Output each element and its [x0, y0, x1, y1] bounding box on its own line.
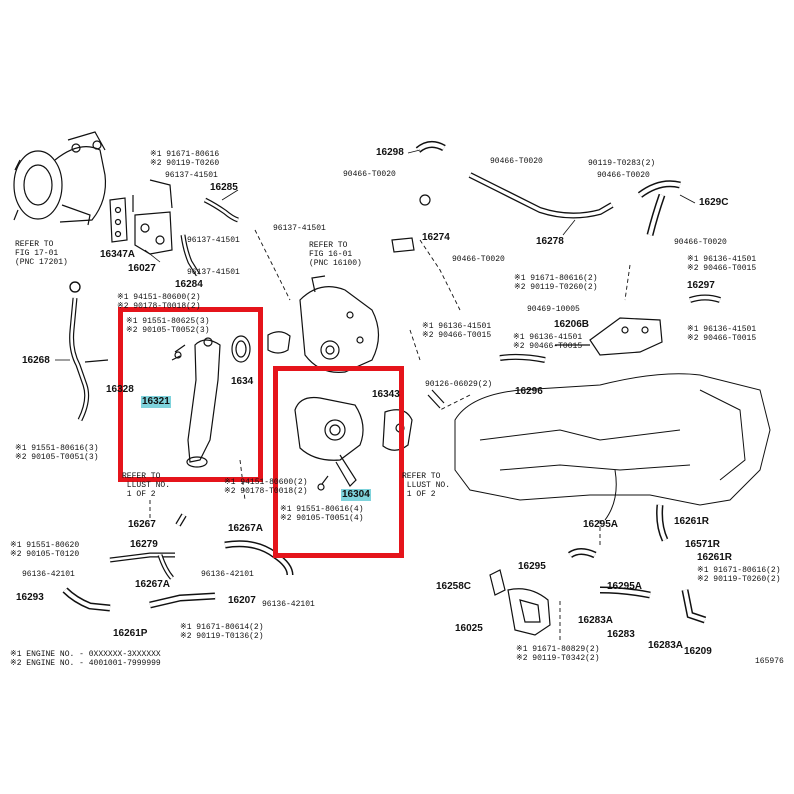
leader-lines: [149, 229, 631, 640]
part-note-s32: ※1 91671-80614(2) ※2 90119-T0136(2): [180, 623, 264, 641]
part-label-l16283a2[interactable]: 16283A: [648, 640, 684, 651]
part-note-s7: REFER TO FIG 16-01 (PNC 16100): [309, 241, 362, 268]
part-note-s19: ※1 96136-41501 ※2 90466-T0015: [422, 322, 492, 340]
part-label-l16283a[interactable]: 16283A: [578, 615, 614, 626]
part-note-s14: 90466-T0020: [674, 238, 727, 247]
part-note-s33: ※1 91671-80616(2) ※2 90119-T0260(2): [697, 566, 781, 584]
part-label-l16261r2[interactable]: 16261R: [697, 552, 733, 563]
part-label-l16328[interactable]: 16328: [106, 384, 134, 395]
part-label-l16258c[interactable]: 16258C: [436, 581, 472, 592]
part-note-s20: ※1 96136-41501 ※2 90466-T0015: [513, 333, 583, 351]
label-leaders: [55, 149, 696, 361]
part-label-l16285[interactable]: 16285: [210, 182, 238, 193]
part-note-s11: 90119-T0283(2): [588, 159, 656, 168]
part-note-s30: 96136-42101: [201, 570, 254, 579]
part-label-l16267a2[interactable]: 16267A: [135, 579, 171, 590]
part-note-s36: 165976: [755, 657, 784, 666]
lower-right-hoses: [489, 504, 707, 636]
part-note-s31: 96136-42101: [262, 600, 315, 609]
water-outlet-drawing: [267, 275, 380, 373]
pipe-16321: [171, 337, 221, 468]
hose-16278: [415, 141, 681, 236]
part-label-l16295[interactable]: 16295: [518, 561, 546, 572]
part-label-l16293[interactable]: 16293: [16, 592, 44, 603]
part-label-l16347a[interactable]: 16347A: [100, 249, 136, 260]
turbocharger-drawing: [13, 131, 107, 226]
part-note-s18: 90469-10005: [527, 305, 580, 314]
part-label-l16209[interactable]: 16209: [684, 646, 712, 657]
part-label-l16027[interactable]: 16027: [128, 263, 156, 274]
part-note-s34: ※1 91671-80829(2) ※2 90119-T0342(2): [516, 645, 600, 663]
part-note-s2: 96137-41501: [165, 171, 218, 180]
part-label-l16283[interactable]: 16283: [607, 629, 635, 640]
part-note-s26: ※1 94151-80600(2) ※2 90178-T0018(2): [224, 478, 308, 496]
part-label-l16206b[interactable]: 16206B: [554, 319, 590, 330]
part-note-s3: 96137-41501: [273, 224, 326, 233]
highlighted-part-label-h16321[interactable]: 16321: [141, 396, 171, 408]
part-note-s21: ※1 96136-41501 ※2 90466-T0015: [687, 325, 757, 343]
part-label-l16295a[interactable]: 16295A: [583, 519, 619, 530]
part-label-l1629c[interactable]: 1629C: [699, 197, 729, 208]
part-note-s27: ※1 91551-80616(4) ※2 90105-T0051(4): [280, 505, 364, 523]
part-note-s15: 90466-T0020: [452, 255, 505, 264]
part-note-s25: REFER TO LLUST NO. 1 OF 2: [402, 472, 451, 499]
part-label-l16284[interactable]: 16284: [175, 279, 203, 290]
part-label-l16298[interactable]: 16298: [376, 147, 404, 158]
part-note-s10: 90466-T0020: [490, 157, 543, 166]
part-note-s6: REFER TO FIG 17-01 (PNC 17201): [15, 240, 68, 267]
part-label-l16295a2[interactable]: 16295A: [607, 581, 643, 592]
part-note-s22: 90126-06029(2): [425, 380, 493, 389]
part-note-s5: 96137-41501: [187, 268, 240, 277]
part-note-s8: ※1 94151-80600(2) ※2 90178-T0018(2): [117, 293, 201, 311]
part-label-l16261p[interactable]: 16261P: [113, 628, 148, 639]
part-note-s28: ※1 91551-80620 ※2 90105-T0120: [10, 541, 80, 559]
part-label-l16296[interactable]: 16296: [515, 386, 543, 397]
part-note-s23: ※1 91551-80616(3) ※2 90105-T0051(3): [15, 444, 99, 462]
part-note-s4: 96137-41501: [187, 236, 240, 245]
part-label-l16571r[interactable]: 16571R: [685, 539, 721, 550]
part-label-l16279[interactable]: 16279: [130, 539, 158, 550]
part-note-s17: ※1 91671-80616(2) ※2 90119-T0260(2): [514, 274, 598, 292]
part-note-s24: REFER TO LLUST NO. 1 OF 2: [122, 472, 171, 499]
part-label-l16278[interactable]: 16278: [536, 236, 564, 247]
part-label-l1634[interactable]: 1634: [231, 376, 254, 387]
part-label-l16261r[interactable]: 16261R: [674, 516, 710, 527]
part-label-l16267a[interactable]: 16267A: [228, 523, 264, 534]
highlight-box-16304: [273, 366, 404, 558]
highlighted-part-label-h16304[interactable]: 16304: [341, 489, 371, 501]
highlight-box-16321: [118, 307, 263, 482]
part-label-l16343[interactable]: 16343: [372, 389, 400, 400]
water-pump-drawing: [294, 396, 413, 491]
part-note-s16: ※1 96136-41501 ※2 90466-T0015: [687, 255, 757, 273]
part-label-l16268[interactable]: 16268: [22, 355, 50, 366]
part-label-l16207[interactable]: 16207: [228, 595, 256, 606]
part-note-s35: ※1 ENGINE NO. - 0XXXXXX-3XXXXXX ※2 ENGIN…: [10, 650, 161, 668]
part-label-l16267[interactable]: 16267: [128, 519, 156, 530]
ref-markers: [69, 194, 431, 293]
part-note-s1: ※1 91671-80616 ※2 90119-T0260: [150, 150, 220, 168]
part-note-s9: ※1 91551-80625(3) ※2 90105-T0052(3): [126, 317, 210, 335]
part-note-s29: 96136-42101: [22, 570, 75, 579]
part-note-s12: 90466-T0020: [343, 170, 396, 179]
bracket-16206b: [555, 317, 663, 356]
bracket-drawing: [109, 179, 173, 255]
lower-left-hoses: [62, 513, 294, 612]
engine-block-drawing: [454, 373, 771, 521]
part-label-l16274[interactable]: 16274: [422, 232, 450, 243]
pipe-16268: [69, 281, 109, 422]
part-label-l16025[interactable]: 16025: [455, 623, 483, 634]
part-label-l16297[interactable]: 16297: [687, 280, 715, 291]
part-note-s13: 90466-T0020: [597, 171, 650, 180]
